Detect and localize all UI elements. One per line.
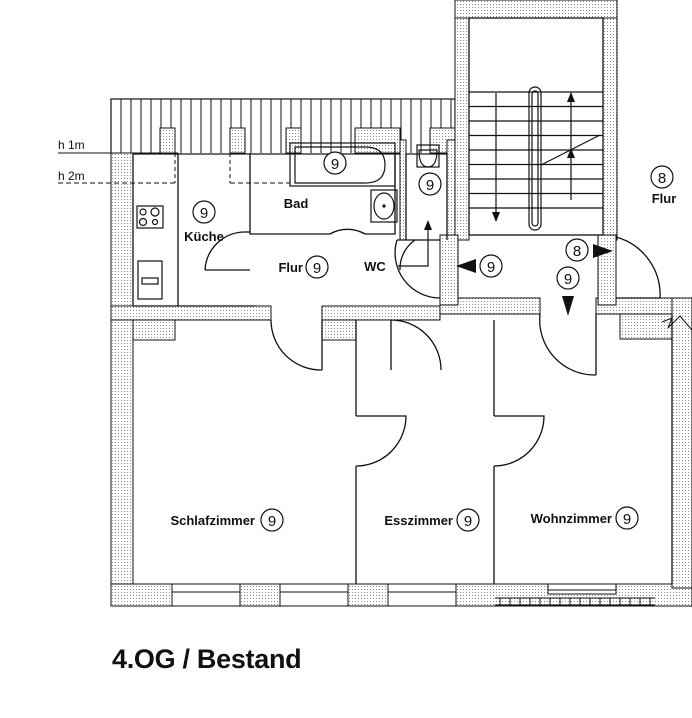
badge-schlafzimmer: [260, 508, 284, 532]
badge-esszimmer: [456, 508, 480, 532]
arrow-left-icon: [456, 259, 476, 273]
badge-flur-outer-value: 8: [658, 170, 666, 187]
door-dining-top: [390, 319, 442, 371]
badge-flur-outer: [650, 165, 674, 189]
room-label-bad: Bad: [284, 196, 309, 211]
room-label-flur-outer: Flur: [652, 191, 677, 206]
door-living: [539, 313, 597, 376]
badge-wohnzimmer-value: 9: [623, 511, 631, 528]
level-label-h1: h 1m: [58, 138, 85, 152]
plan-title: 4.OG / Bestand: [112, 644, 302, 674]
windows: [171, 583, 617, 607]
wc-pointer: [398, 222, 429, 267]
badge-bad: [323, 151, 347, 175]
door-kitchen: [204, 231, 246, 271]
badge-wc: [418, 172, 442, 196]
washbasin-icon: [370, 189, 398, 223]
wc-pointer-arrowhead: [424, 220, 432, 230]
level-label-h2: h 2m: [58, 169, 85, 183]
window-symbol: [661, 315, 692, 331]
badge-esszimmer-value: 9: [464, 513, 472, 530]
bathtub-icon: [289, 142, 396, 187]
door-bedroom: [270, 319, 323, 371]
door-bath: [329, 228, 366, 235]
badge-bad-value: 9: [331, 156, 339, 173]
badge-kueche: [192, 200, 216, 224]
door-wc: [399, 239, 416, 271]
doors: [204, 228, 661, 467]
marker-stair-left: [479, 254, 503, 278]
room-label-wohnzimmer: Wohnzimmer: [531, 511, 612, 526]
badge-wohnzimmer: [615, 506, 639, 530]
balcony-rail: [495, 597, 655, 606]
room-label-esszimmer: Esszimmer: [384, 513, 453, 528]
walls: [110, 0, 692, 607]
marker-stair-right-bottom: [556, 266, 580, 290]
room-label-flur-inner: Flur: [278, 260, 303, 275]
marker-stair-left-value: 9: [487, 259, 495, 276]
room-label-kueche: Küche: [184, 229, 224, 244]
door-dining-living: [493, 415, 545, 467]
badge-wc-value: 9: [426, 177, 434, 194]
sink-icon: [137, 260, 163, 300]
marker-stair-right-top-value: 8: [573, 243, 581, 260]
badge-schlafzimmer-value: 9: [268, 513, 276, 530]
marker-stair-right-top: [565, 238, 589, 262]
badge-kueche-value: 9: [200, 205, 208, 222]
door-bed-dining: [355, 415, 407, 467]
door-hall: [394, 239, 441, 299]
arrow-down-icon: [562, 296, 574, 316]
marker-stair-right-bottom-value: 9: [564, 271, 572, 288]
door-entry: [615, 236, 661, 299]
staircase: [469, 86, 603, 231]
stove-icon: [136, 205, 164, 229]
level-lines: [58, 152, 290, 184]
toilet-icon: [416, 144, 440, 168]
badge-flur-inner-value: 9: [313, 260, 321, 277]
arrow-right-icon: [593, 244, 613, 258]
room-label-schlafzimmer: Schlafzimmer: [170, 513, 255, 528]
stair-arrows: [492, 92, 575, 222]
badge-flur-inner: [305, 255, 329, 279]
room-label-wc: WC: [364, 259, 386, 274]
